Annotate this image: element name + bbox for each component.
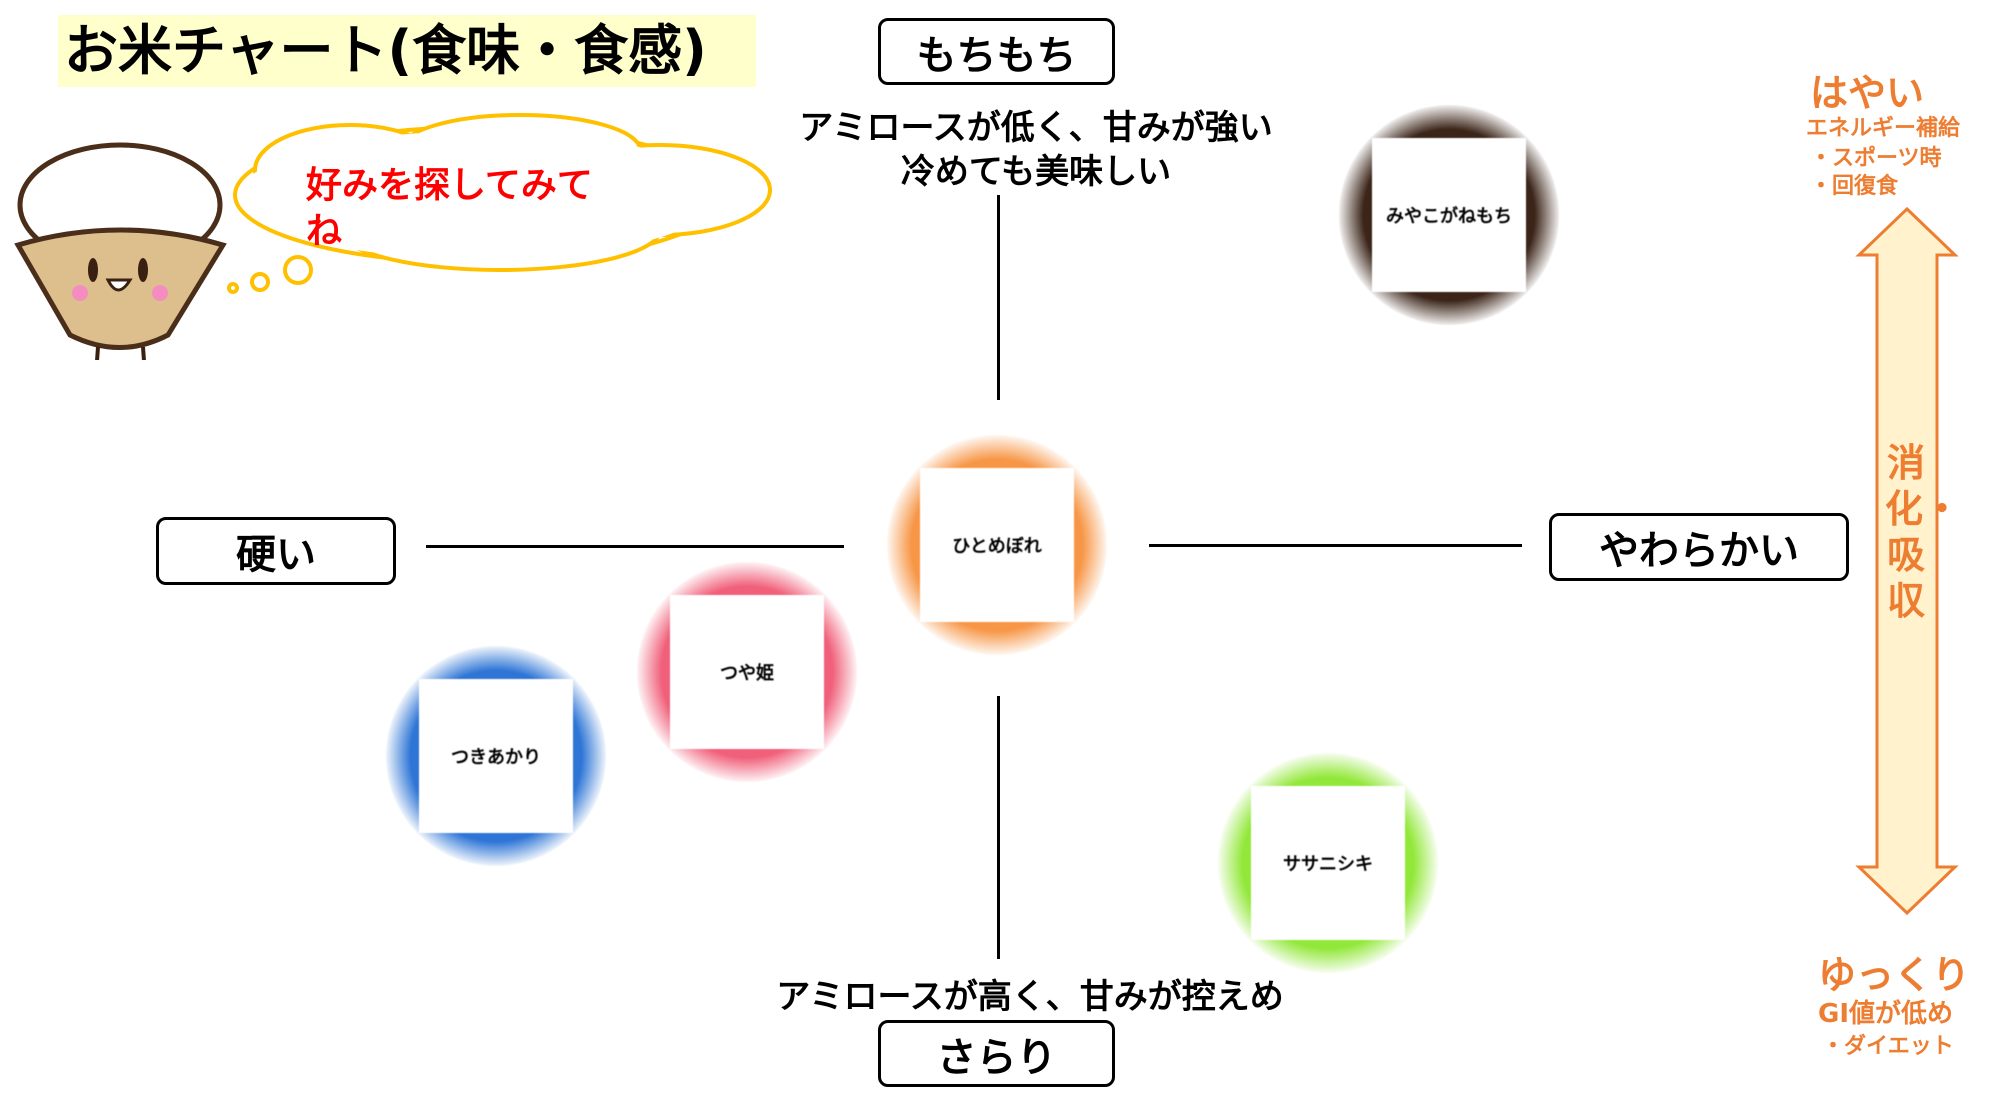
variety-miyakoganemochi: みやこがねもち bbox=[1339, 105, 1559, 325]
axis-line-right bbox=[1149, 544, 1522, 547]
variety-label: つや姫 bbox=[670, 595, 824, 749]
rice-bowl-mascot bbox=[14, 142, 227, 360]
axis-desc-top-1: アミロースが低く、甘みが強い bbox=[799, 108, 1273, 148]
variety-tsukiakari: つきあかり bbox=[386, 646, 606, 866]
axis-desc-bottom: アミロースが高く、甘みが控えめ bbox=[776, 977, 1284, 1017]
variety-tsuyahime: つや姫 bbox=[637, 562, 857, 782]
slow-title: ゆっくり bbox=[1818, 953, 1971, 997]
fast-title: はやい bbox=[1810, 71, 1925, 115]
axis-label-katai: 硬い bbox=[156, 517, 396, 585]
page-title: お米チャート(食味・食感) bbox=[58, 15, 756, 87]
fast-line-2: ・スポーツ時 bbox=[1810, 146, 1942, 171]
variety-label: みやこがねもち bbox=[1372, 138, 1526, 292]
speech-text: 好みを探してみて ね bbox=[306, 163, 593, 255]
digestion-axis-label: 消化・吸収 bbox=[1885, 441, 1962, 623]
axis-desc-top-2: 冷めても美味しい bbox=[900, 152, 1172, 192]
fast-line-1: エネルギー補給 bbox=[1806, 116, 1961, 141]
axis-label-yawarakai: やわらかい bbox=[1549, 513, 1849, 581]
axis-line-bottom bbox=[997, 696, 1000, 959]
axis-label-sarari: さらり bbox=[878, 1020, 1115, 1087]
axis-line-left bbox=[426, 545, 844, 548]
thought-bubble bbox=[227, 113, 772, 294]
slow-line-1: GI値が低め bbox=[1818, 999, 1954, 1029]
speech-line-1: 好みを探してみて bbox=[306, 165, 593, 206]
variety-label: ひとめぼれ bbox=[920, 468, 1074, 622]
speech-line-2: ね bbox=[306, 211, 343, 252]
slow-line-2: ・ダイエット bbox=[1822, 1034, 1954, 1059]
variety-hitomebore: ひとめぼれ bbox=[887, 435, 1107, 655]
double-arrow-icon bbox=[1855, 206, 1959, 916]
fast-line-3: ・回復食 bbox=[1810, 174, 1899, 199]
axis-line-top bbox=[997, 195, 1000, 400]
variety-label: つきあかり bbox=[419, 679, 573, 833]
axis-label-mochimochi: もちもち bbox=[878, 18, 1115, 85]
variety-label: ササニシキ bbox=[1251, 786, 1405, 940]
variety-sasanishiki: ササニシキ bbox=[1218, 753, 1438, 973]
